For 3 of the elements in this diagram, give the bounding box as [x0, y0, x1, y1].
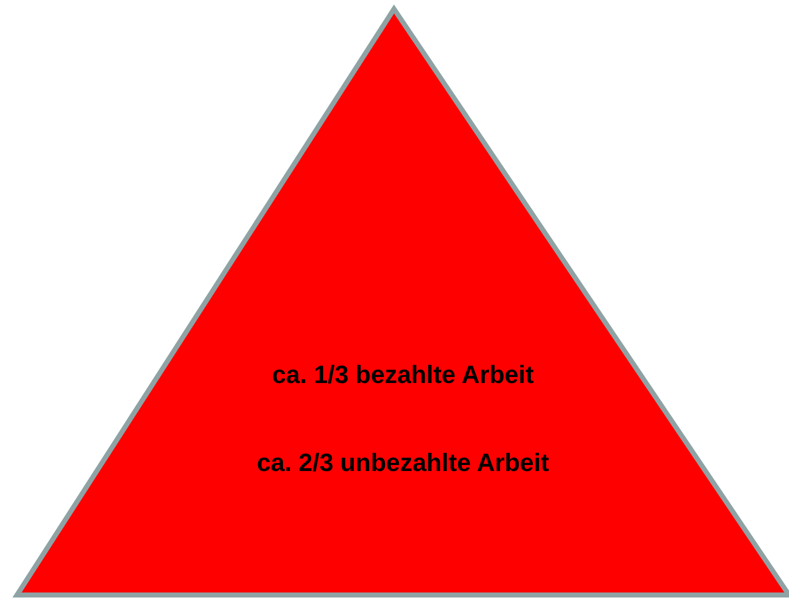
triangle-text: ca. 2/3 unbezahlte Arbeit	[256, 449, 550, 478]
triangle-text: ca. 1/3 bezahlte Arbeit	[272, 361, 534, 390]
triangle-shape	[14, 6, 789, 598]
